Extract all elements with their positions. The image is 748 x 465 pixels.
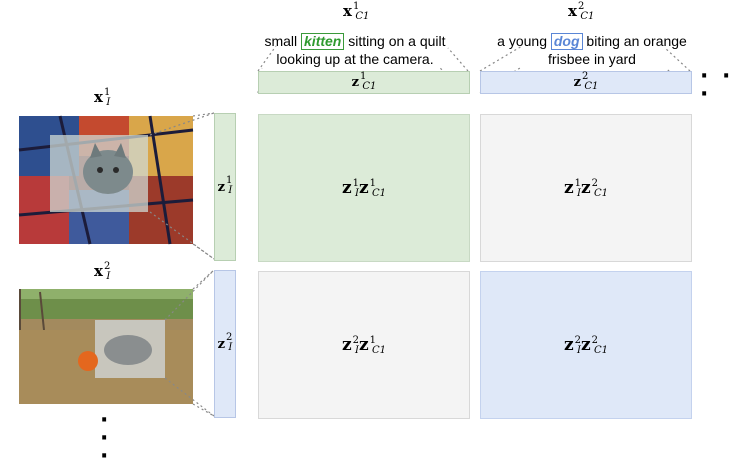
similarity-label-1-1: z1Iz1C1	[341, 177, 387, 199]
image-input-label-2: x2I	[94, 260, 111, 282]
math-sup: 2	[574, 334, 582, 346]
dog-in-yard-image	[19, 289, 193, 404]
caption-before: small	[264, 33, 302, 49]
math-sup: 1	[369, 177, 376, 189]
math-sub: I	[577, 187, 581, 199]
vertical-ellipsis-dot-3: ·	[100, 444, 109, 465]
similarity-cell-1-2: z1Iz2C1	[480, 114, 692, 262]
caption-text-1: small kitten sitting on a quilt looking …	[250, 32, 460, 68]
math-sub: I	[106, 270, 111, 282]
math-sup: 2	[591, 177, 598, 189]
caption-after: biting an orange frisbee in yard	[548, 33, 687, 67]
math-base: x	[343, 2, 352, 20]
image-input-label-1: x1I	[94, 86, 111, 108]
similarity-cell-2-1: z2Iz1C1	[258, 271, 470, 419]
math-sub: C1	[594, 187, 609, 199]
image-embedding-bar-1: z1I	[214, 113, 236, 261]
math-sup: 2	[591, 334, 598, 346]
math-sub: C1	[372, 344, 387, 356]
math-sup: 1	[369, 334, 376, 346]
similarity-label-1-2: z1Iz2C1	[563, 177, 609, 199]
math-sub: C1	[372, 187, 387, 199]
math-base: x	[94, 262, 103, 280]
kitten-on-quilt-image	[18, 115, 194, 245]
math-sub: I	[228, 342, 233, 353]
math-sub: C1	[355, 10, 370, 22]
math-sub: I	[577, 344, 581, 356]
math-sub: I	[228, 185, 233, 196]
math-sup: 1	[103, 86, 111, 98]
caption-keyword-highlight: dog	[550, 33, 583, 50]
math-sup: 1	[574, 177, 582, 189]
text-embedding-bar-2: z2C1	[480, 71, 692, 94]
text-embedding-label-1: z1C1	[351, 71, 377, 92]
math-base: z	[217, 179, 226, 195]
math-base: z	[217, 336, 226, 352]
math-sup: 2	[352, 334, 360, 346]
similarity-cell-2-2: z2Iz2C1	[480, 271, 692, 419]
math-sub: C1	[580, 10, 595, 22]
math-base: z	[573, 75, 581, 90]
math-base: x	[568, 2, 577, 20]
similarity-label-2-1: z2Iz1C1	[341, 334, 387, 356]
caption-keyword-highlight: kitten	[301, 33, 345, 50]
text-embedding-input-label-1: x1C1	[343, 0, 370, 22]
math-sup: 2	[582, 70, 589, 82]
math-sub: I	[106, 96, 111, 108]
caption-after: sitting on a quilt looking up at the cam…	[276, 33, 446, 67]
math-sup: 2	[577, 0, 585, 12]
math-sup: 2	[103, 260, 111, 272]
similarity-cell-1-1: z1Iz1C1	[258, 114, 470, 262]
caption-before: a young	[497, 33, 551, 49]
math-sub: C1	[362, 80, 377, 92]
image-embedding-label-1: z1I	[217, 175, 233, 196]
image-embedding-label-2: z2I	[217, 332, 233, 353]
caption-text-2: a young dog biting an orange frisbee in …	[487, 32, 697, 68]
math-sub: C1	[584, 80, 599, 92]
math-base: x	[94, 88, 103, 106]
vertical-ellipsis-dot-2: ·	[100, 426, 109, 451]
image-embedding-bar-2: z2I	[214, 270, 236, 418]
math-sup: 1	[226, 175, 233, 186]
text-embedding-input-label-2: x2C1	[568, 0, 595, 22]
math-base: z	[351, 75, 359, 90]
similarity-label-2-2: z2Iz2C1	[563, 334, 609, 356]
math-sup: 2	[226, 332, 233, 343]
math-sub: I	[355, 187, 359, 199]
text-embedding-label-2: z2C1	[573, 71, 599, 92]
math-sub: C1	[594, 344, 609, 356]
math-sup: 1	[360, 70, 367, 82]
math-sub: I	[355, 344, 359, 356]
horizontal-ellipsis: · · ·	[700, 64, 734, 107]
math-sup: 1	[352, 0, 360, 12]
text-embedding-bar-1: z1C1	[258, 71, 470, 94]
math-sup: 1	[352, 177, 360, 189]
vertical-ellipsis-dot-1: ·	[100, 408, 109, 433]
